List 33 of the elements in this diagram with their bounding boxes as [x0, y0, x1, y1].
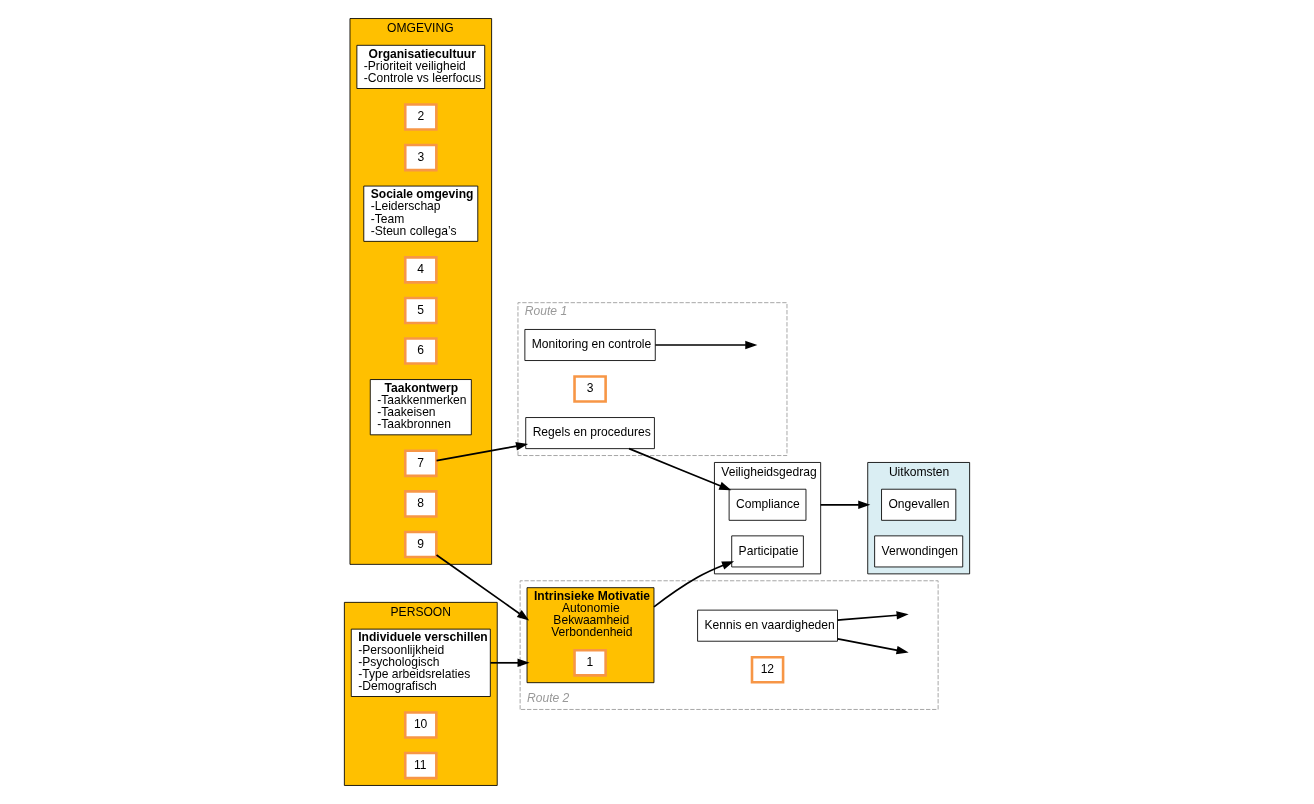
node-box: 6	[403, 337, 438, 365]
node-box: 1	[573, 649, 607, 677]
node-box: 3	[403, 143, 438, 172]
arrow	[628, 447, 732, 491]
arrow	[836, 611, 909, 621]
node-box: 12	[750, 655, 785, 684]
node-box: Individuele verschillen -Persoonlijkheid -Psychologisch -Type arbeidsrelaties -Demografisch	[350, 628, 491, 697]
arrow	[489, 658, 530, 668]
node-box: Compliance	[728, 488, 807, 521]
arrow	[836, 638, 909, 655]
arrow	[819, 500, 871, 510]
arrow	[435, 554, 530, 621]
node-box: Regels en procedures	[525, 417, 655, 450]
node-box: Verwondingen	[874, 535, 964, 568]
node-box: 11	[403, 751, 438, 780]
node-box: 2	[403, 103, 438, 131]
arrow	[653, 561, 735, 608]
node-box: Sociale omgeving -Leiderschap -Team -Steun collega’s	[363, 185, 479, 242]
node-box: 4	[403, 256, 438, 284]
node-box: Monitoring en controle	[524, 329, 656, 361]
node-box: 5	[403, 296, 438, 325]
node-box: Organisatiecultuur -Prioriteit veiligheid -Controle vs leerfocus	[356, 44, 486, 89]
node-box: 10	[403, 711, 438, 739]
node-box: Participatie	[731, 535, 804, 568]
node-box: Ongevallen	[881, 488, 957, 521]
node-box: 9	[403, 530, 438, 559]
node-box: Taakontwerp -Taakkenmerken -Taakeisen -Taakbronnen	[369, 379, 472, 436]
node-box: 3	[573, 375, 607, 403]
node-box: Kennis en vaardigheden	[697, 609, 838, 642]
node-box: 8	[403, 490, 438, 518]
node-box: 7	[403, 449, 438, 478]
arrow	[654, 340, 758, 350]
arrow	[435, 442, 529, 462]
